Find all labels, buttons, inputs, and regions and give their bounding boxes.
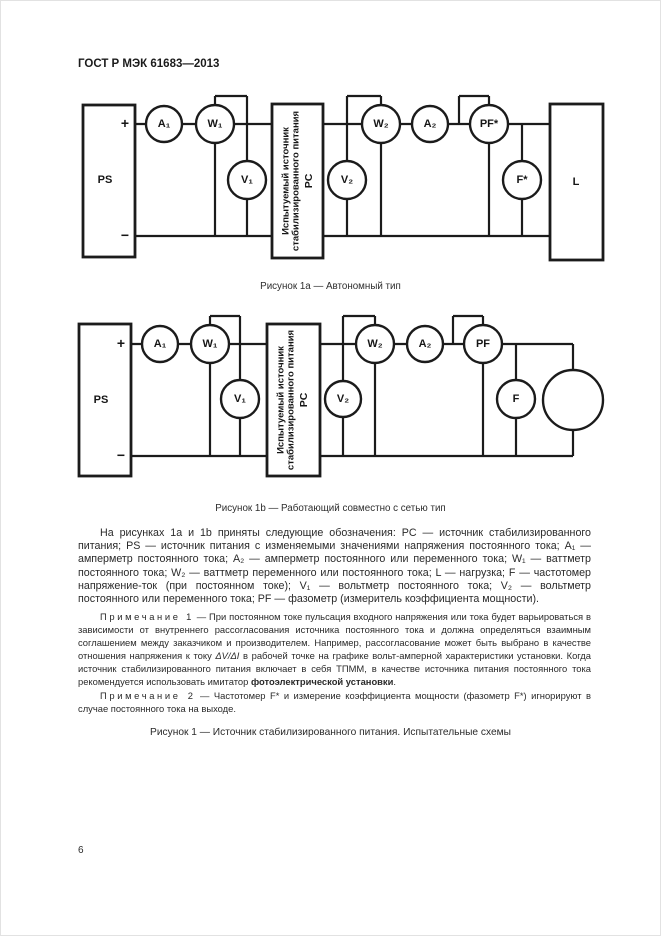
- voltmeter-v1-label: V₁: [234, 393, 246, 405]
- wattmeter-w2-label: W₂: [373, 118, 388, 130]
- wattmeter-w2-circle: [360, 103, 402, 145]
- ammeter-a1-label: A₁: [158, 118, 171, 130]
- voltmeter-v1-label: V₁: [241, 174, 253, 186]
- wattmeter-w1-label: W₁: [208, 118, 223, 130]
- frequency-meter-circle: [495, 378, 537, 420]
- figure-1a-caption: Рисунок 1a — Автономный тип: [260, 281, 401, 292]
- voltmeter-v2-circle: [326, 159, 368, 201]
- dut-box: [265, 322, 322, 478]
- ammeter-a1-circle: [144, 104, 184, 144]
- frequency-meter-label: F*: [517, 174, 529, 186]
- dut-label-line2: стабилизированного питания: [291, 111, 302, 251]
- ammeter-a2-circle: [410, 104, 450, 144]
- wattmeter-w1-circle: [189, 323, 231, 365]
- ammeter-a2-label: A₂: [419, 338, 432, 350]
- power-factor-meter-circle: [462, 323, 504, 365]
- power-factor-meter-circle: [468, 103, 510, 145]
- ammeter-a1-circle: [140, 324, 180, 364]
- voltmeter-v1-circle: [219, 378, 261, 420]
- note-2-text: — Частотомер F* и измерение коэффициента…: [78, 690, 591, 714]
- note-1-formula: ΔV/ΔI: [215, 650, 240, 661]
- ps-label: PS: [94, 394, 109, 406]
- power-source-box: [77, 322, 133, 478]
- load-box: [548, 102, 605, 262]
- plus-sign: +: [121, 115, 129, 131]
- wattmeter-w2-label: W₂: [367, 338, 382, 350]
- dut-box: [270, 102, 325, 260]
- minus-sign: −: [121, 227, 129, 243]
- note-2: Примечание 2 — Частотомер F* и измерение…: [78, 689, 591, 715]
- ammeter-a2-circle: [405, 324, 445, 364]
- dut-label-pc: PC: [303, 173, 315, 188]
- note-1-end: .: [393, 676, 396, 687]
- plus-sign: +: [117, 335, 125, 351]
- figure-1-caption: Рисунок 1 — Источник стабилизированного …: [150, 727, 511, 738]
- circuit-diagram-1b: PS + − A₁ W₁ V₁ Испытуемый источник стаб…: [77, 314, 605, 478]
- circuit-diagram-1a: PS + − A₁ W₁ V₁ Испытуемый источник стаб…: [81, 94, 605, 262]
- note-1-label: Примечание 1: [100, 611, 194, 622]
- note-1-text2: в рабочей точке на графике вольт-амперно…: [78, 650, 591, 687]
- voltmeter-v2-circle: [323, 379, 363, 419]
- voltmeter-v2-label: V₂: [341, 174, 353, 186]
- note-1-bold-text: фотоэлектрической установки: [250, 676, 394, 687]
- dut-label-line2: стабилизированного питания: [286, 330, 297, 470]
- power-factor-meter-label: PF*: [480, 118, 499, 130]
- note-1: Примечание 1 — При постоянном токе пульс…: [78, 610, 591, 688]
- ammeter-a1-label: A₁: [154, 338, 167, 350]
- dut-label-line1: Испытуемый источник: [276, 346, 287, 454]
- power-factor-meter-label: PF: [476, 338, 490, 350]
- frequency-meter-circle: [501, 159, 543, 201]
- figure-1b-caption: Рисунок 1b — Работающий совместно с сеть…: [215, 503, 446, 514]
- voltmeter-v2-label: V₂: [337, 393, 349, 405]
- wattmeter-w1-label: W₁: [203, 338, 218, 350]
- frequency-meter-label: F: [513, 393, 520, 405]
- grid-circle: [541, 368, 605, 432]
- voltmeter-v1-circle: [226, 159, 268, 201]
- load-label: L: [573, 176, 580, 188]
- note-2-label: Примечание 2: [100, 690, 196, 701]
- legend-paragraph: На рисунках 1a и 1b приняты следующие об…: [78, 527, 591, 606]
- minus-sign: −: [117, 447, 125, 463]
- wattmeter-w1-circle: [194, 103, 236, 145]
- power-source-box: [81, 103, 137, 259]
- ps-label: PS: [98, 174, 113, 186]
- dut-label-line1: Испытуемый источник: [281, 127, 292, 235]
- ammeter-a2-label: A₂: [424, 118, 437, 130]
- wattmeter-w2-circle: [354, 323, 396, 365]
- note-1-text: — При постоянном токе пульсация входного…: [78, 611, 591, 661]
- dut-label-pc: PC: [298, 392, 310, 407]
- page-number: 6: [78, 845, 84, 856]
- document-title: ГОСТ Р МЭК 61683—2013: [78, 58, 220, 70]
